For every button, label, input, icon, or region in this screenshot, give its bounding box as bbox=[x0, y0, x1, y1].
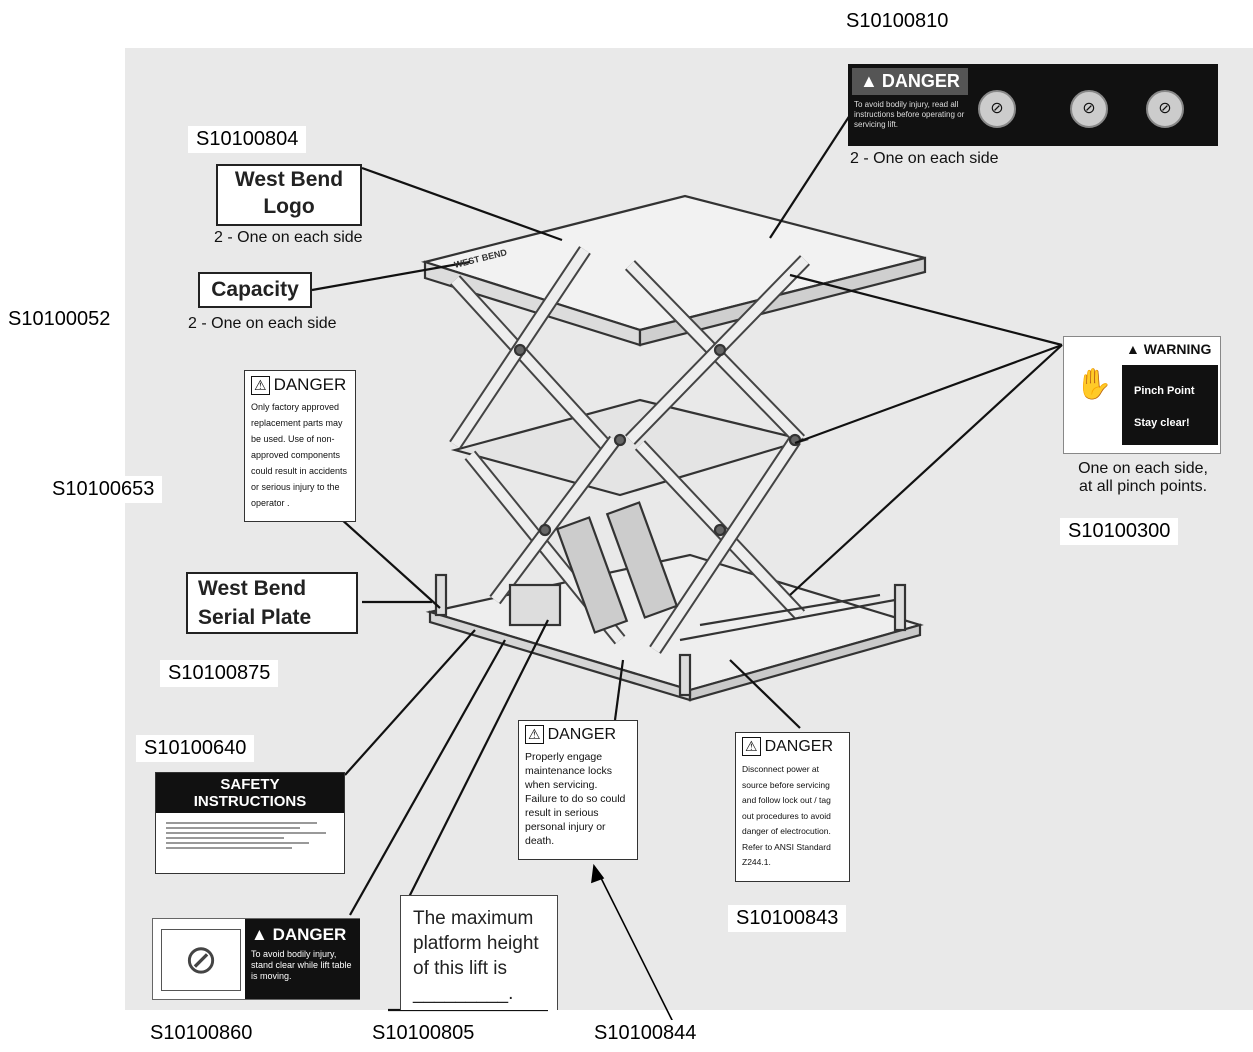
warning-quantity-note: One on each side, at all pinch points. bbox=[1078, 460, 1208, 495]
decal-danger-s10100810: ▲ DANGER To avoid bodily injury, read al… bbox=[848, 64, 1218, 146]
decal-warning-s10100300: ▲ WARNING ✋ Pinch Point Stay clear! bbox=[1063, 336, 1221, 454]
logo-line-2: Logo bbox=[263, 195, 315, 218]
decal-safety-instructions-s10100640: SAFETY INSTRUCTIONS bbox=[155, 772, 345, 874]
warning-triangle-icon: ▲ bbox=[860, 71, 878, 91]
part-number-s10100860: S10100860 bbox=[142, 1020, 261, 1047]
warning-triangle-icon: ⚠ bbox=[742, 737, 761, 756]
part-number-s10100052: S10100052 bbox=[0, 306, 119, 333]
capacity-label: Capacity bbox=[198, 272, 312, 308]
danger843-text: Disconnect power at source before servic… bbox=[742, 764, 831, 867]
serial-line-1: West Bend bbox=[198, 577, 307, 600]
part-number-s10100653: S10100653 bbox=[44, 476, 163, 503]
decal-danger-s10100860: ⊘ ▲ DANGER To avoid bodily injury, stand… bbox=[152, 918, 360, 1000]
part-number-s10100810: S10100810 bbox=[838, 8, 957, 35]
part-number-s10100300: S10100300 bbox=[1060, 518, 1179, 545]
warning-triangle-icon: ▲ bbox=[251, 925, 268, 944]
warning-message-panel: Pinch Point Stay clear! bbox=[1122, 365, 1218, 445]
decal-danger-s10100843: ⚠ DANGER Disconnect power at source befo… bbox=[735, 732, 850, 882]
part-number-s10100875: S10100875 bbox=[160, 660, 279, 687]
danger-header: ▲ DANGER bbox=[251, 925, 347, 944]
danger-header: ⚠ DANGER bbox=[245, 371, 355, 399]
warning-triangle-icon: ⚠ bbox=[251, 375, 270, 395]
danger-header: ⚠ DANGER bbox=[519, 721, 637, 748]
decal-danger-s10100653: ⚠ DANGER Only factory approved replaceme… bbox=[244, 370, 356, 522]
safety-instructions-header: SAFETY INSTRUCTIONS bbox=[156, 773, 344, 813]
warning-header: ▲ WARNING bbox=[1126, 341, 1212, 357]
danger860-panel: ▲ DANGER To avoid bodily injury, stand c… bbox=[245, 919, 360, 999]
danger860-text: To avoid bodily injury, stand clear whil… bbox=[251, 949, 352, 981]
capacity-quantity-note: 2 - One on each side bbox=[188, 315, 337, 332]
stay-clear-text: Stay clear! bbox=[1134, 417, 1190, 429]
logo-line-1: West Bend bbox=[234, 168, 344, 191]
part-number-s10100805: S10100805 bbox=[364, 1020, 483, 1047]
danger-header: ▲ DANGER bbox=[852, 68, 968, 95]
serial-line-2: Serial Plate bbox=[198, 606, 312, 629]
west-bend-logo-label: West Bend Logo bbox=[216, 164, 362, 226]
part-number-s10100804: S10100804 bbox=[188, 126, 307, 153]
middle-frame bbox=[450, 398, 810, 497]
danger810-quantity-note: 2 - One on each side bbox=[850, 150, 999, 167]
decal-danger-s10100844: ⚠ DANGER Properly engage maintenance loc… bbox=[518, 720, 638, 860]
pinch-hand-icon: ✋ bbox=[1075, 368, 1113, 401]
no-hands-icon: ⊘ bbox=[978, 90, 1016, 128]
pinch-point-text: Pinch Point bbox=[1134, 385, 1195, 397]
danger-header: ⚠ DANGER bbox=[736, 733, 849, 760]
part-number-s10100844: S10100844 bbox=[586, 1020, 705, 1047]
warning-triangle-icon: ⚠ bbox=[525, 725, 544, 744]
left-margin bbox=[0, 48, 125, 288]
serial-plate-label: West Bend Serial Plate bbox=[186, 572, 358, 634]
part-number-s10100843: S10100843 bbox=[728, 905, 847, 932]
no-riding-icon: ⊘ bbox=[1070, 90, 1108, 128]
danger844-text: Properly engage maintenance locks when s… bbox=[525, 751, 626, 847]
max-height-text: The maximum platform height of this lift… bbox=[413, 908, 539, 1004]
part-number-s10100640: S10100640 bbox=[136, 735, 255, 762]
danger653-text: Only factory approved replacement parts … bbox=[251, 402, 348, 508]
safety-instructions-lines bbox=[156, 813, 344, 858]
no-standing-scissor-icon: ⊘ bbox=[161, 929, 241, 991]
no-standing-icon: ⊘ bbox=[1146, 90, 1184, 128]
warning-triangle-icon: ▲ bbox=[1126, 341, 1140, 357]
danger810-text: To avoid bodily injury, read all instruc… bbox=[854, 100, 965, 129]
logo-quantity-note: 2 - One on each side bbox=[214, 229, 363, 246]
decal-max-height-s10100805: The maximum platform height of this lift… bbox=[400, 895, 558, 1010]
